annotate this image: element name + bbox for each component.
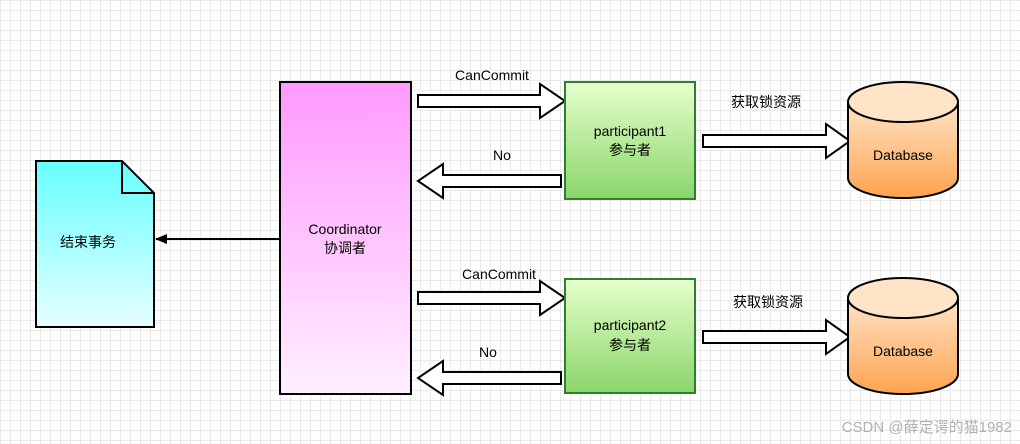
watermark-text: CSDN @薛定谔的猫1982	[842, 419, 1012, 436]
cancommit-arrow-1	[417, 82, 567, 120]
coordinator-label-en: Coordinator	[308, 221, 381, 237]
coordinator-label-cn: 协调者	[324, 240, 366, 256]
database-1: Database	[847, 81, 959, 199]
database-1-label: Database	[873, 147, 933, 163]
end-transaction-document: 结束事务	[35, 160, 155, 328]
participant2-label-cn: 参与者	[609, 337, 651, 353]
participant1-label-en: participant1	[594, 123, 667, 139]
cancommit-label-1: CanCommit	[455, 67, 529, 83]
no-arrow-2	[416, 359, 562, 397]
acquire-lock-label-2: 获取锁资源	[733, 294, 803, 310]
cancommit-arrow-2	[417, 279, 567, 317]
coordinator-box: Coordinator 协调者	[279, 81, 412, 395]
acquire-lock-arrow-1	[702, 122, 852, 160]
no-label-2: No	[479, 344, 497, 360]
acquire-lock-label-1: 获取锁资源	[731, 94, 801, 110]
database-2-label: Database	[873, 343, 933, 359]
database-2: Database	[847, 277, 959, 395]
no-label-1: No	[493, 147, 511, 163]
participant1-box: participant1 参与者	[564, 81, 696, 200]
participant2-label-en: participant2	[594, 317, 667, 333]
participant2-box: participant2 参与者	[564, 278, 696, 394]
no-arrow-1	[416, 162, 562, 200]
acquire-lock-arrow-2	[702, 318, 852, 356]
cancommit-label-2: CanCommit	[462, 266, 536, 282]
participant1-label-cn: 参与者	[609, 142, 651, 158]
end-transaction-label: 结束事务	[60, 234, 116, 250]
